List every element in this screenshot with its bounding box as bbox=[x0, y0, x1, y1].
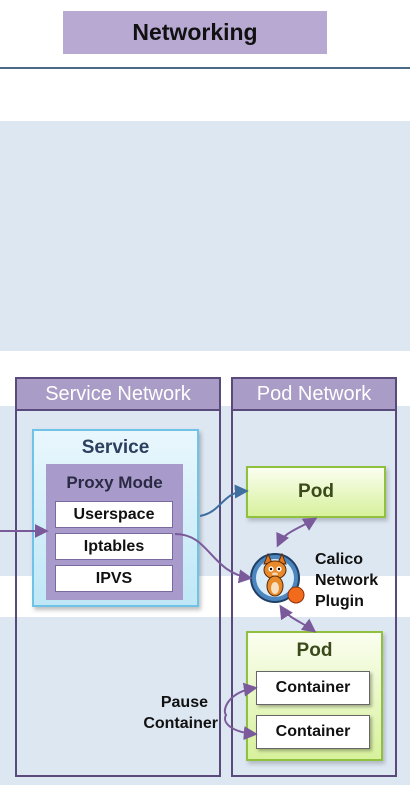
proxy-mode-label: Proxy Mode bbox=[66, 473, 163, 492]
pause-container-label: Pause Container bbox=[118, 692, 218, 734]
arrow-userspace-to-pod bbox=[199, 484, 249, 517]
pod-top-label: Pod bbox=[298, 481, 334, 502]
arrow-pause-to-containers bbox=[223, 682, 258, 741]
pod-bottom-label: Pod bbox=[296, 640, 333, 661]
calico-plugin-line-1: Calico bbox=[315, 551, 364, 568]
pause-container-line-1: Pause bbox=[160, 694, 208, 711]
background-band-upper bbox=[0, 121, 410, 351]
calico-plugin-line-3: Plugin bbox=[315, 593, 364, 610]
service-network-panel: Service Network bbox=[15, 377, 221, 777]
service-network-header: Service Network bbox=[17, 379, 219, 411]
proxy-mode-iptables: Iptables bbox=[55, 533, 173, 560]
arrow-plugin-pod-bottom bbox=[279, 604, 317, 633]
service-label: Service bbox=[81, 437, 150, 458]
pod-network-header: Pod Network bbox=[233, 379, 395, 411]
calico-cat-icon bbox=[250, 552, 305, 604]
pod-network-panel: Pod Network bbox=[231, 377, 397, 777]
container-2: Container bbox=[256, 715, 370, 749]
arrow-plugin-pod-top bbox=[276, 517, 318, 548]
calico-plugin-line-2: Network bbox=[315, 572, 379, 589]
calico-plugin-label: Calico Network Plugin bbox=[315, 549, 395, 612]
arrow-iptables-to-plugin bbox=[174, 533, 253, 584]
pod-top: Pod bbox=[246, 466, 386, 518]
container-1: Container bbox=[256, 671, 370, 705]
title-divider bbox=[0, 67, 410, 69]
proxy-mode-userspace: Userspace bbox=[55, 501, 173, 528]
page-title: Networking bbox=[63, 11, 327, 54]
pause-container-line-2: Container bbox=[143, 715, 218, 732]
proxy-mode-ipvs: IPVS bbox=[55, 565, 173, 592]
